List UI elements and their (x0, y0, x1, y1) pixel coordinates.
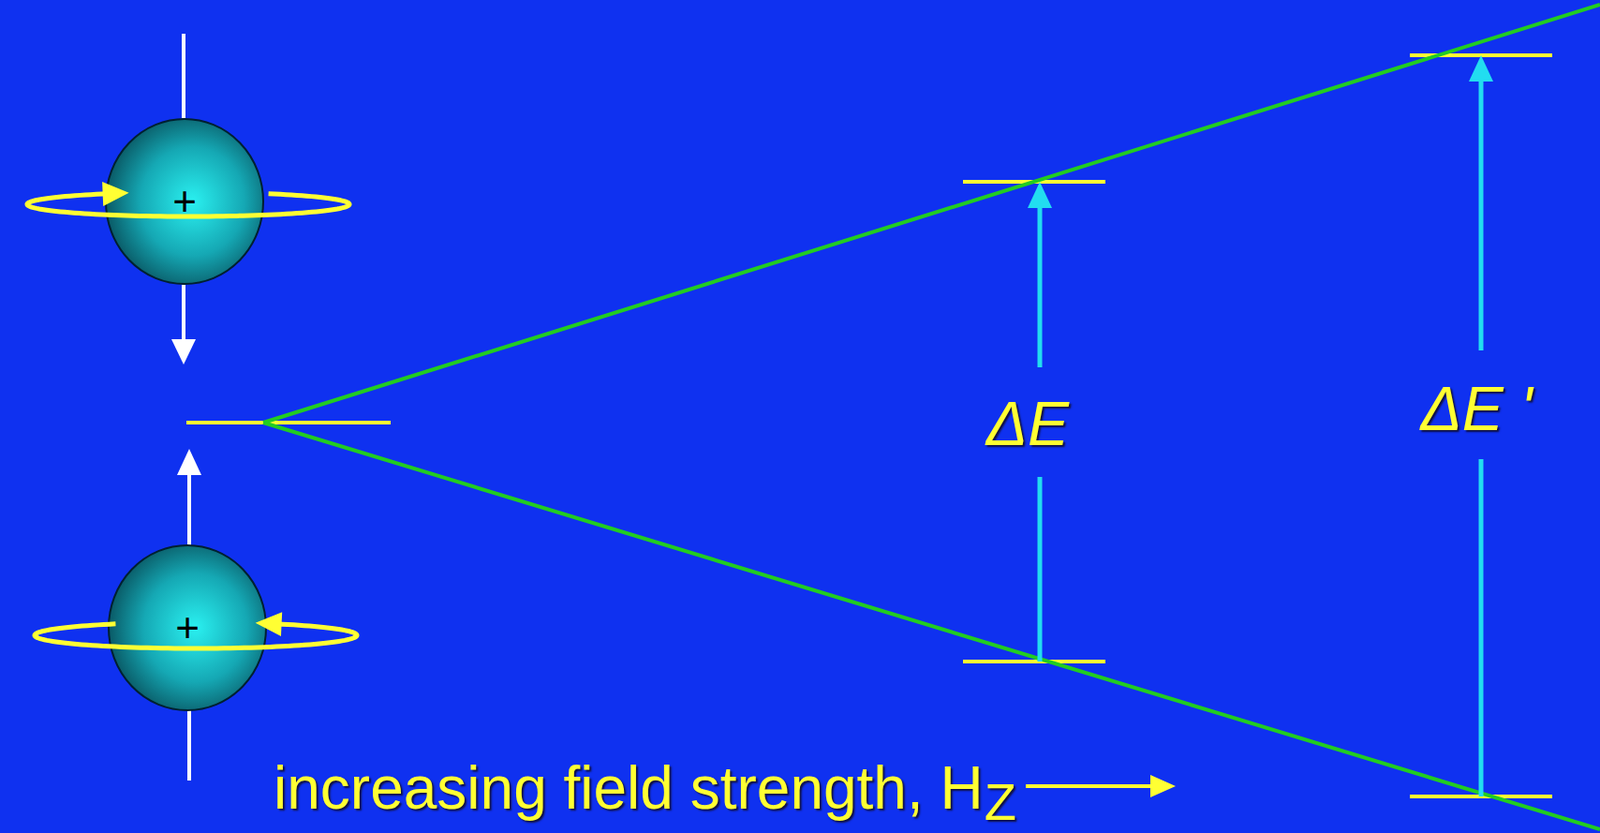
field-direction-arrow (1025, 774, 1176, 798)
nucleus-sphere: + (104, 118, 265, 285)
spin-axis-line (187, 474, 192, 546)
transition-arrowhead (1027, 181, 1052, 208)
transition-line (1479, 79, 1484, 351)
spin-axis-line (187, 710, 192, 781)
orbit-arrowhead (255, 611, 283, 637)
energy-gap-label: ΔE ' (1420, 377, 1532, 440)
sphere-body (105, 118, 264, 284)
upper-level-line (263, 4, 1600, 423)
energy-level (962, 659, 1106, 664)
nucleus-sphere: + (107, 544, 267, 712)
lower-level-line (263, 422, 1600, 830)
orbit-arrowhead (102, 181, 130, 207)
spin-axis-line (181, 33, 186, 119)
axis-label: increasing field strength, H (273, 757, 984, 818)
subscript-label: Z (984, 775, 1017, 829)
transition-line (1479, 459, 1484, 797)
energy-levels (186, 55, 1553, 797)
transition-arrowhead (1468, 55, 1494, 82)
spin-axis-line (181, 284, 186, 341)
spin-arrowhead (171, 339, 196, 365)
energy-gap-label: ΔE (986, 392, 1069, 455)
zeeman-lines (263, 4, 1600, 830)
transition-line (1037, 476, 1043, 662)
field-arrowhead (1150, 774, 1176, 798)
charge-sign: + (175, 607, 200, 649)
energy-level (186, 420, 391, 425)
transition-line (1037, 206, 1043, 368)
field-arrow-line (1025, 784, 1154, 788)
spin-arrowhead (177, 448, 202, 475)
charge-sign: + (172, 180, 197, 223)
sphere-body (108, 545, 267, 711)
